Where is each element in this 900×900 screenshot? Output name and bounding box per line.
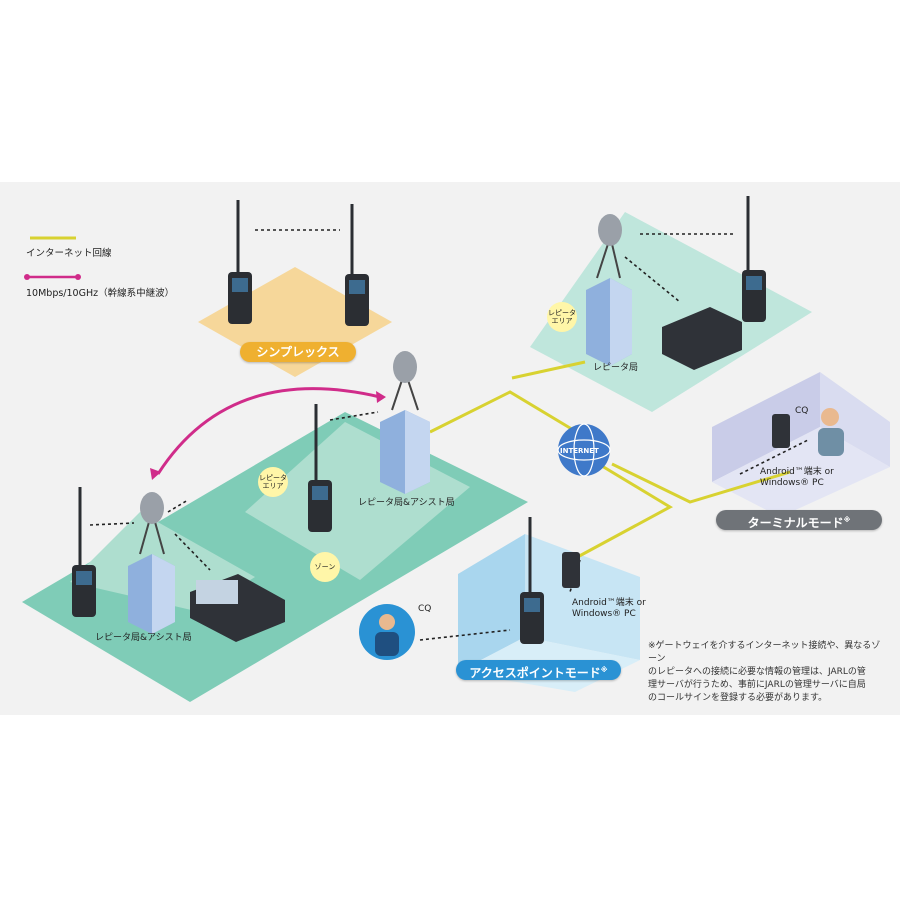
repeater-area-pin-left: レピータエリア: [258, 467, 288, 497]
cq-label-terminal: CQ: [795, 406, 809, 416]
zone-pin: ゾーン: [310, 552, 340, 582]
footnote-line: ※ゲートウェイを介するインターネット接続や、異なるゾーン: [648, 641, 881, 664]
terminal-mode-badge: ターミナルモード※: [716, 510, 882, 530]
repeater-building-icons: [128, 214, 632, 634]
radio-icon: [345, 204, 369, 326]
person-icons: [359, 408, 844, 660]
terminal-mode-mark: ※: [843, 516, 851, 524]
access-point-mode-label: アクセスポイントモード: [469, 666, 601, 680]
diagram-stage: インターネット回線 10Mbps/10GHz（幹線系中継波） シンプレックス タ…: [0, 182, 900, 715]
access-point-mode-badge: アクセスポイントモード※: [456, 660, 621, 680]
smartphone-icons: [562, 414, 790, 588]
legend-internet-label: インターネット回線: [26, 248, 112, 259]
building-icon: [586, 214, 632, 366]
legend-microwave-label: 10Mbps/10GHz（幹線系中継波）: [26, 288, 175, 299]
repeater-area-top-right: [530, 212, 812, 412]
footnote: ※ゲートウェイを介するインターネット接続や、異なるゾーン のレピータへの接続に必…: [648, 640, 888, 705]
building-icon: [128, 492, 175, 634]
internet-label: INTERNET: [560, 447, 599, 455]
base-station-icon: [662, 307, 742, 370]
dashed-links: [89, 229, 809, 641]
building-icon: [380, 351, 430, 494]
repeater-area-pin-top: レピータエリア: [547, 302, 577, 332]
access-point-mode-mark: ※: [600, 666, 608, 674]
microwave-link-arc: [156, 387, 381, 475]
cq-label-access: CQ: [418, 604, 432, 614]
radio-icon: [308, 404, 332, 532]
radio-icon: [228, 200, 252, 324]
footnote-line: のコールサインを登録する必要があります。: [648, 693, 828, 703]
radio-icon: [742, 196, 766, 322]
base-station-icons: [190, 307, 742, 642]
smartphone-icon: [562, 552, 580, 588]
footnote-line: のレピータへの接続に必要な情報の管理は、JARLの管: [648, 667, 866, 677]
terminal-room-wall-right: [820, 372, 890, 467]
person-icon: [821, 408, 839, 426]
internet-globe-icon: [557, 423, 611, 477]
repeater-assist-station-label-left: レピータ局&アシスト局: [95, 633, 192, 643]
access-room-wall-right: [525, 534, 640, 660]
access-room-wall-left: [458, 534, 525, 672]
terminal-room-wall-left: [712, 372, 820, 482]
radio-icon: [72, 487, 96, 617]
terminal-room-floor: [712, 427, 890, 517]
footnote-line: 理サーバが行うため、事前にJARLの管理サーバに自局: [648, 680, 866, 690]
radio-icon: [520, 517, 544, 644]
terminal-mode-label: ターミナルモード: [747, 516, 844, 530]
repeater-station-label: レピータ局: [593, 363, 639, 373]
smartphone-icon: [772, 414, 790, 448]
internet-lines: [30, 236, 791, 562]
simplex-badge: シンプレックス: [240, 342, 356, 362]
simplex-badge-label: シンプレックス: [256, 345, 340, 359]
radio-icons: [72, 196, 766, 644]
repeater-assist-station-label-center: レピータ局&アシスト局: [358, 498, 455, 508]
